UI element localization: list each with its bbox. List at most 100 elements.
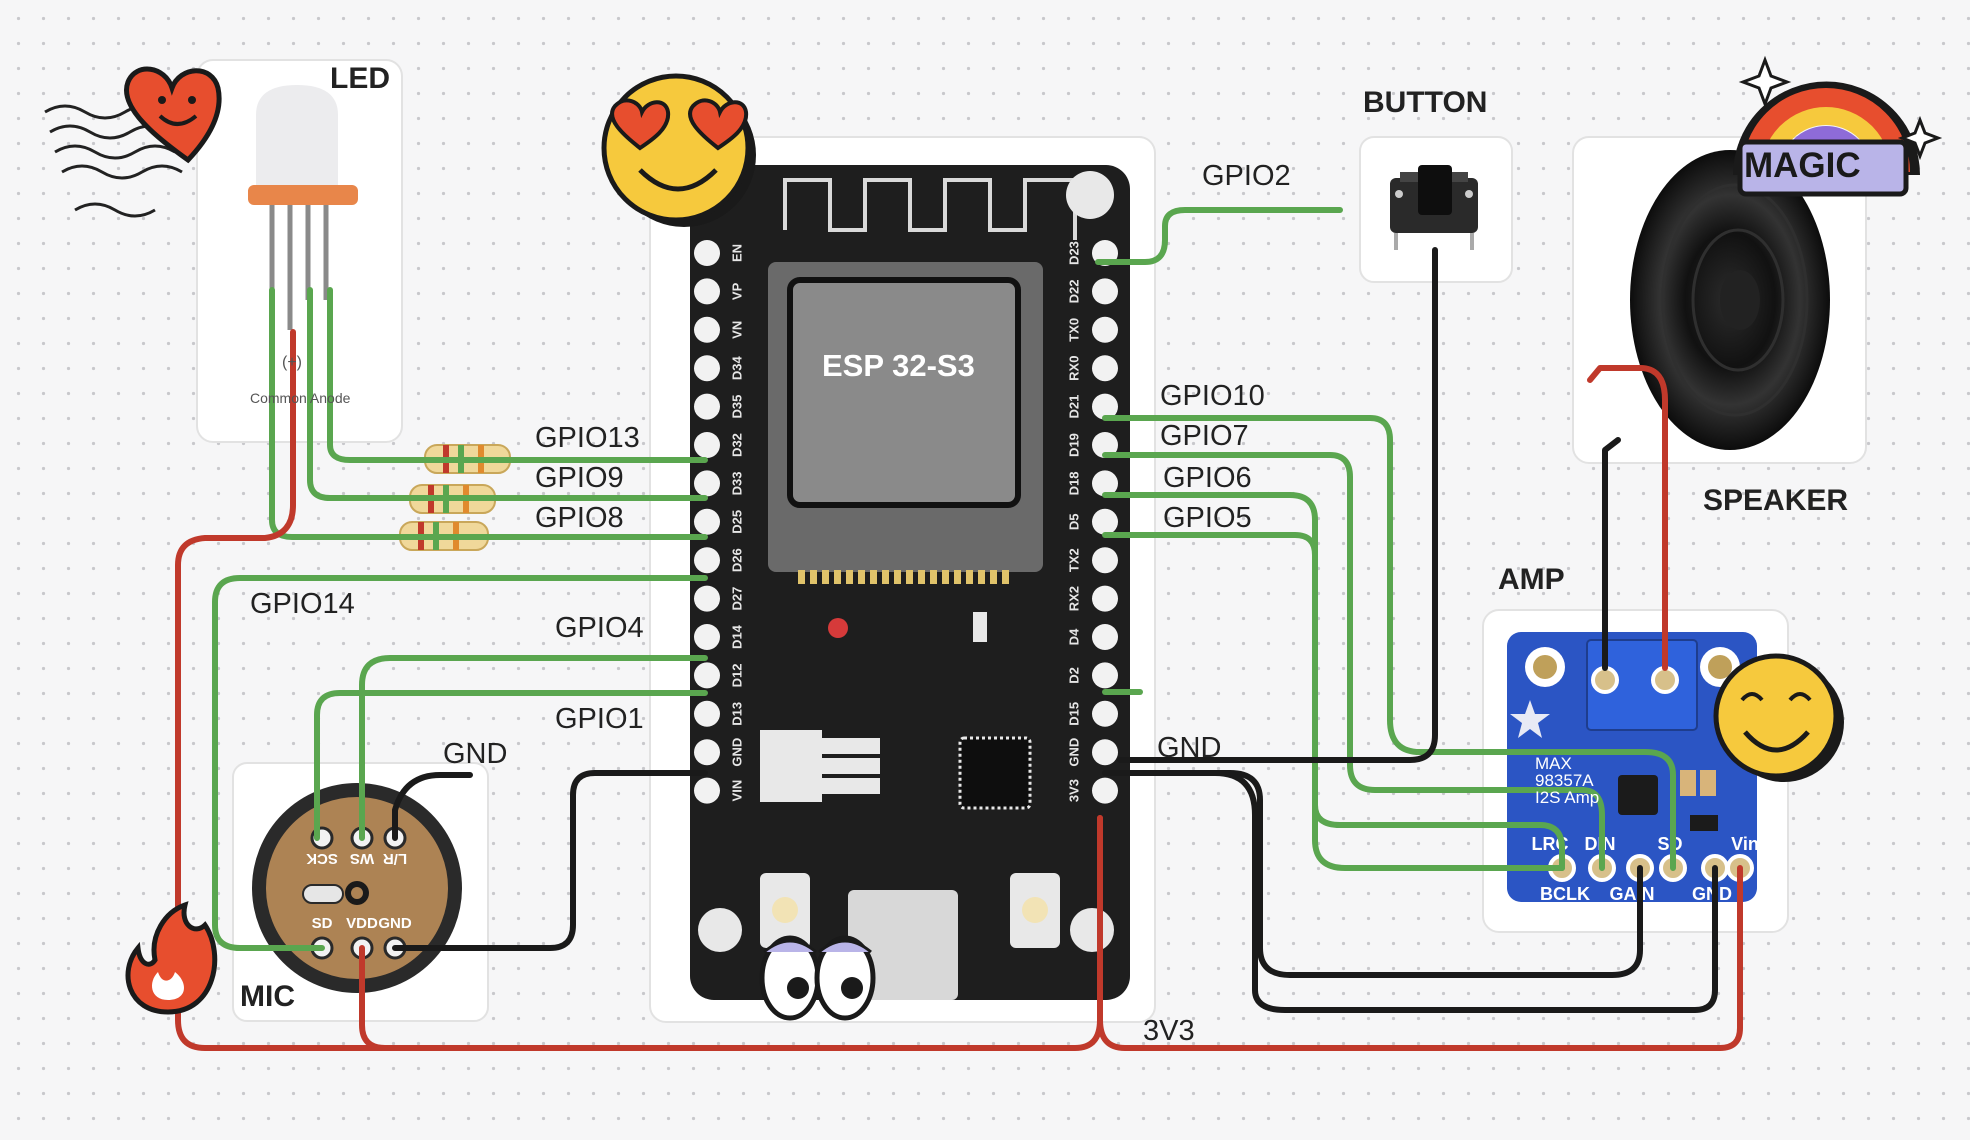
amp-speaker-pin — [1591, 666, 1619, 694]
label-gpio7: GPIO7 — [1160, 420, 1249, 452]
chip-pad — [966, 570, 973, 584]
board-pin — [1092, 700, 1118, 727]
chip-pad — [822, 570, 829, 584]
board-pin — [1092, 777, 1118, 804]
board-pin — [694, 240, 720, 266]
label-gnd-right: GND — [1157, 732, 1222, 764]
board-pin — [1092, 470, 1118, 497]
board-pin — [694, 355, 720, 382]
amp-pin-label: Vin — [1731, 834, 1759, 854]
board-pin — [694, 470, 720, 497]
board-pin — [694, 432, 720, 458]
label-gpio10: GPIO10 — [1160, 380, 1265, 412]
board-pin-label: VP — [729, 282, 744, 300]
amp-chip-line: MAX — [1535, 754, 1572, 773]
board-pin-label: GND — [1066, 738, 1081, 767]
speaker — [1630, 150, 1830, 450]
board-pin — [694, 739, 720, 766]
flame-sticker — [125, 901, 218, 1015]
board-pin — [694, 547, 720, 574]
amp-pin-label: BCLK — [1540, 884, 1590, 904]
rainbow-sticker — [1733, 55, 1943, 197]
power-wires — [175, 329, 1743, 1051]
chip-pad — [990, 570, 997, 584]
board-pin-label: D19 — [1066, 433, 1081, 457]
board-pin-label: RX2 — [1066, 586, 1081, 611]
mic-pin-label: WS — [350, 850, 374, 867]
chip-pad — [930, 570, 937, 584]
board-pin-label: D21 — [1066, 395, 1081, 419]
chip-pad — [942, 570, 949, 584]
wire-mic-lr-gnd — [392, 772, 473, 841]
amp-title: AMP — [1498, 563, 1565, 596]
led-plus-glyph: (+) — [282, 354, 302, 371]
board-pin-label: D25 — [729, 510, 744, 534]
chip-pad — [834, 570, 841, 584]
chip-pad — [1002, 570, 1009, 584]
wire-gpio2 — [1095, 207, 1343, 265]
board-pin-label: TX0 — [1066, 318, 1081, 342]
push-button — [1390, 165, 1478, 250]
board-pin — [694, 585, 720, 612]
amp-pin-label: GAIN — [1610, 884, 1655, 904]
heart-sticker — [44, 66, 222, 218]
chip-pad — [978, 570, 985, 584]
board-pin — [1092, 547, 1118, 574]
board-pin-label: RX0 — [1066, 356, 1081, 381]
amp-chip-line: 98357A — [1535, 771, 1594, 790]
wire-button-gnd — [1117, 247, 1438, 763]
board-pin-label: D33 — [729, 471, 744, 495]
wire-right-gnd-amp — [1102, 770, 1718, 1013]
led-component — [248, 85, 358, 330]
label-gpio1: GPIO1 — [555, 703, 644, 735]
amp-board — [1507, 632, 1757, 902]
board-pin-label: 3V3 — [1066, 779, 1081, 802]
label-3v3: 3V3 — [1143, 1015, 1195, 1047]
heart-eyes-emoji — [601, 73, 756, 227]
board-pin-label: D26 — [729, 548, 744, 572]
amp-chip-line: I2S Amp — [1535, 788, 1600, 807]
label-gpio14: GPIO14 — [250, 588, 355, 620]
board-pin-label: EN — [729, 244, 744, 262]
board-pin-label: VIN — [729, 780, 744, 802]
chip-pad — [918, 570, 925, 584]
label-gpio9: GPIO9 — [535, 462, 624, 494]
wire-gpio10 — [1102, 415, 1676, 871]
board-pin — [694, 278, 720, 305]
mic-pin-label: L/R — [383, 850, 407, 867]
board-pin — [1092, 393, 1118, 420]
board-pin-label: TX2 — [1066, 548, 1081, 572]
led-card — [196, 59, 403, 443]
board-pin — [1092, 278, 1118, 305]
board-pin-label: D35 — [729, 395, 744, 419]
chip-pad — [798, 570, 805, 584]
board-pin — [1092, 432, 1118, 458]
board-pin — [694, 393, 720, 420]
board-pin — [694, 624, 720, 650]
amp-speaker-pin — [1651, 666, 1679, 694]
button-title: BUTTON — [1363, 86, 1488, 119]
led-caption: Common Anode — [250, 390, 351, 406]
wire-led-anode — [175, 329, 1103, 1051]
board-pin — [1092, 662, 1118, 689]
board-pin — [694, 508, 720, 535]
label-gpio2: GPIO2 — [1202, 160, 1291, 192]
board-pin — [694, 777, 720, 804]
board-pin-label: D23 — [1066, 241, 1081, 265]
board-pin-label: GND — [729, 738, 744, 767]
board-pin-label: D15 — [1066, 702, 1081, 726]
board-pin-label: D13 — [729, 702, 744, 726]
label-gpio8: GPIO8 — [535, 502, 624, 534]
board-pin-label: D27 — [729, 587, 744, 611]
board-pin-label: D18 — [1066, 471, 1081, 495]
chip-pad — [846, 570, 853, 584]
amp-chip-text: MAX 98357A I2S Amp — [1535, 755, 1599, 806]
wire-gpio5 — [1102, 532, 1565, 871]
wire-led-green — [307, 287, 708, 501]
wire-gpio1 — [314, 690, 708, 841]
board-pin — [1092, 316, 1118, 343]
mic-pin-label: VDD — [346, 915, 378, 932]
